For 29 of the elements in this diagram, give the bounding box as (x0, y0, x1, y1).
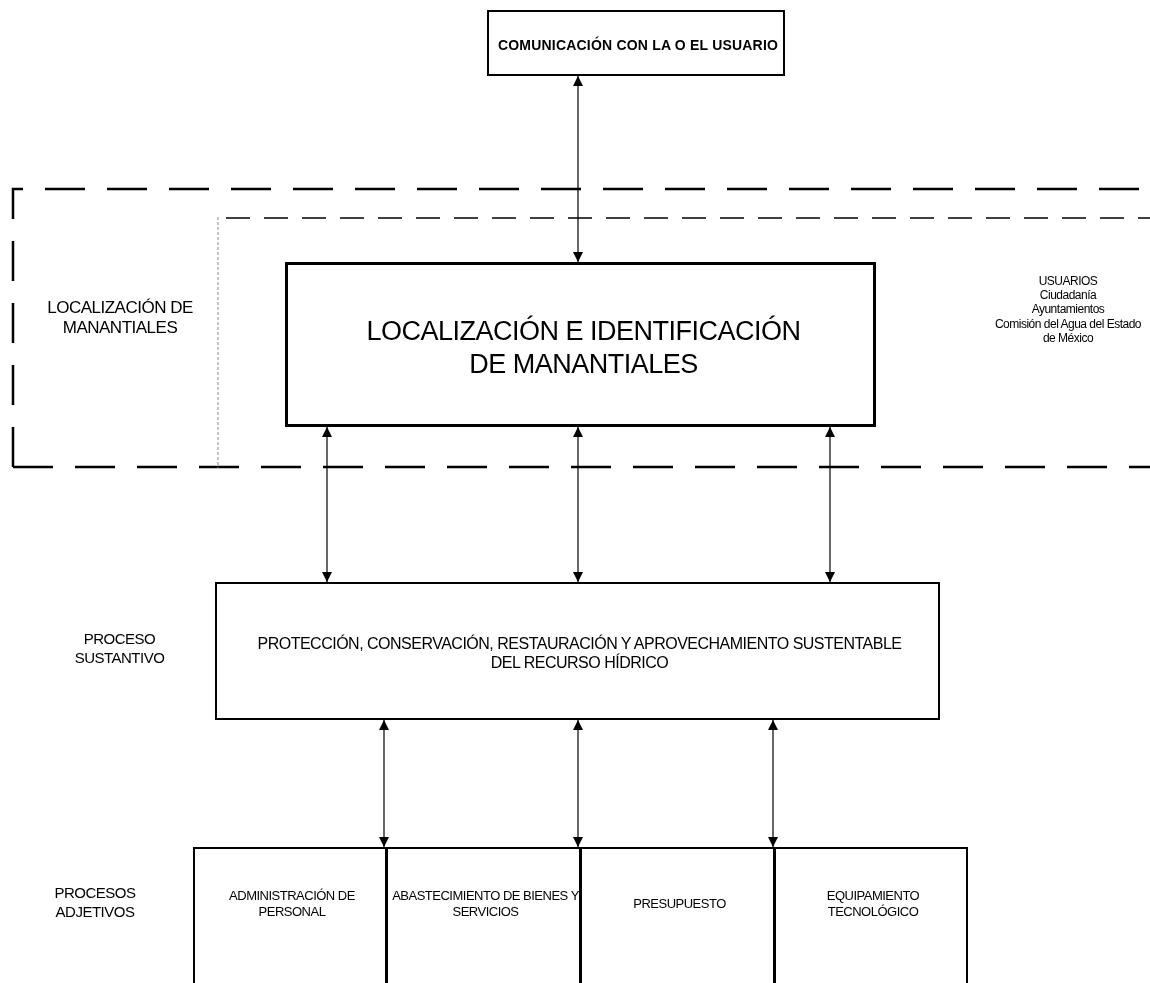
process-cell (580, 847, 775, 983)
section-label: PROCESO SUSTANTIVO (73, 630, 166, 668)
dashed-region (12, 188, 1150, 468)
node-text: PRESUPUESTO (633, 896, 726, 912)
double-arrow (322, 426, 332, 583)
double-arrow (573, 75, 583, 263)
double-arrow (768, 719, 778, 848)
process-cell (193, 847, 387, 983)
node-text: COMUNICACIÓN CON LA O EL USUARIO (497, 36, 779, 54)
double-arrow (573, 719, 583, 848)
double-arrow (825, 426, 835, 583)
node-text: USUARIOS (1038, 273, 1098, 288)
node-text: ABASTECIMIENTO DE BIENES Y SERVICIOS (392, 888, 579, 920)
section-label: PROCESOS ADJETIVOS (53, 884, 137, 922)
node-text: EQUIPAMIENTO TECNOLÓGICO (825, 888, 921, 920)
node-text: Ayuntamientos (1031, 302, 1105, 317)
process-cell (774, 847, 968, 983)
node-text: LOCALIZACIÓN DE MANANTIALES (46, 297, 194, 339)
node-text: LOCALIZACIÓN E IDENTIFICACIÓN DE MANANTIALES (365, 315, 802, 380)
double-arrow (573, 426, 583, 583)
node-text: ADMINISTRACIÓN DE PERSONAL (228, 888, 356, 920)
node-text: Comisión del Agua del Estado de México (993, 316, 1143, 346)
node-text: PROTECCIÓN, CONSERVACIÓN, RESTAURACIÓN Y APROVECHAMIENTO SUSTENTABLE DEL RECURSO HÍDRICO (257, 633, 902, 673)
double-arrow (379, 719, 389, 848)
process-box (487, 10, 785, 76)
node-text: Ciudadanía (1039, 287, 1097, 303)
process-box (285, 262, 876, 427)
process-cell (386, 847, 581, 983)
dashed-region (218, 217, 1150, 468)
